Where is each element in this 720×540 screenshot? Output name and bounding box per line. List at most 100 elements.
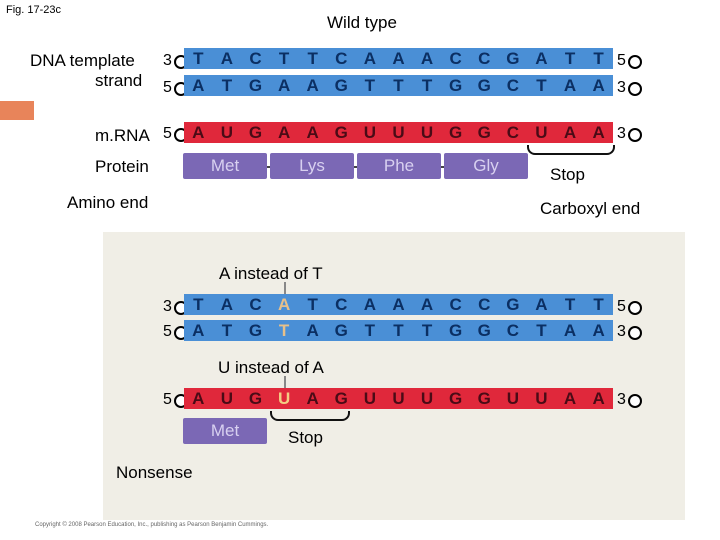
wt-coding-base: A (277, 76, 291, 95)
wt-coding-base: A (563, 76, 577, 95)
wt-mrna-base: A (192, 123, 205, 142)
wt-coding-base: G (334, 76, 348, 95)
wt-template-base: A (420, 49, 434, 68)
mut-template-base: T (593, 295, 604, 314)
wt-coding-base: G (477, 76, 491, 95)
wt-mrna-base: U (363, 123, 376, 142)
wt-mrna-base: G (477, 123, 491, 142)
mut-coding-base: T (221, 321, 233, 340)
mut-coding-base: A (563, 321, 577, 340)
nonsense-mutation-panel (103, 232, 685, 520)
wt-mrna-base: A (277, 123, 291, 142)
mut-template-base: A (420, 295, 434, 314)
mut-coding-base: C (506, 321, 519, 340)
mut-mrna-3-end-circle (628, 394, 642, 408)
mut-mrna-5-end: 5 (163, 391, 172, 408)
mut-coding-base: G (334, 321, 348, 340)
wt-aa-met: Met (183, 153, 267, 179)
mut-template-base: A (220, 295, 234, 314)
mut-mrna-base: U (220, 389, 234, 408)
copyright-text: Copyright © 2008 Pearson Education, Inc.… (35, 522, 269, 528)
mut-mrna-base: A (592, 389, 605, 408)
mut-stop-brace (270, 411, 350, 421)
wt-template-3-end: 3 (163, 52, 172, 69)
figure-label: Fig. 17-23c (6, 4, 62, 16)
mut-coding-base: T (393, 321, 404, 340)
mut-mrna-base: G (477, 389, 491, 408)
amino-end-label: Amino end (67, 193, 149, 212)
wt-coding-3-end-circle (628, 82, 642, 96)
mut-coding-base: T (364, 321, 376, 340)
wt-stop-label: Stop (550, 165, 585, 184)
mut-coding-3-end: 3 (617, 323, 626, 340)
wt-template-5-end-circle (628, 55, 642, 69)
wt-aa-gly: Gly (444, 153, 528, 179)
mut-template-base: C (478, 295, 491, 314)
mut-mrna-base: G (449, 389, 463, 408)
mut-template-base: A (363, 295, 376, 314)
mut-template-base: C (449, 295, 462, 314)
mut-mrna-base: A (192, 389, 205, 408)
wt-mrna-base: G (248, 123, 263, 142)
wt-coding-base: G (248, 76, 263, 95)
mut-template-base: A (277, 295, 291, 314)
dna-template-label: DNA template (30, 51, 135, 70)
wild-type-title: Wild type (327, 13, 397, 32)
wt-coding-5-end: 5 (163, 79, 172, 96)
wt-mrna-5-end: 5 (163, 125, 172, 142)
mut-mrna-3-end: 3 (617, 391, 626, 408)
wt-coding-base: T (421, 76, 433, 95)
mutation-pointer-dna (284, 282, 286, 294)
orange-accent-bar (0, 101, 34, 120)
wt-template-base: C (478, 49, 491, 68)
wt-coding-3-end: 3 (617, 79, 626, 96)
wt-mrna-base: U (535, 123, 548, 142)
wt-coding-base: A (306, 76, 319, 95)
mut-template-base: C (335, 295, 348, 314)
mut-template-base: G (506, 295, 520, 314)
mut-aa-met: Met (183, 418, 267, 444)
nonsense-label: Nonsense (116, 463, 193, 482)
wt-coding-base: T (221, 76, 233, 95)
strand-label: strand (95, 71, 143, 90)
u-instead-of-a-label: U instead of A (218, 358, 324, 377)
mut-coding-base: G (477, 321, 491, 340)
wt-template-base: T (307, 49, 318, 68)
mut-coding-base: A (192, 321, 205, 340)
mut-mrna-base: A (563, 389, 577, 408)
wt-mrna-3-end: 3 (617, 125, 626, 142)
wt-mrna-base: A (592, 123, 605, 142)
wt-mrna-base: U (392, 123, 405, 142)
mutation-pointer-rna (284, 376, 286, 388)
wt-template-base: A (363, 49, 376, 68)
wt-aa-lys: Lys (270, 153, 354, 179)
wt-peptide-backbone (184, 166, 528, 168)
mut-template-base: T (307, 295, 318, 314)
mrna-label: m.RNA (95, 126, 150, 145)
mut-template-5-end-circle (628, 301, 642, 315)
mut-mrna-base: G (248, 389, 263, 408)
wt-coding-base: T (536, 76, 547, 95)
mut-coding-3-end-circle (628, 326, 642, 340)
mut-template-base: A (535, 295, 548, 314)
wt-coding-base: A (192, 76, 205, 95)
carboxyl-end-label: Carboxyl end (540, 199, 641, 218)
mut-coding-base: T (421, 321, 433, 340)
wt-mrna-base: U (420, 123, 434, 142)
wt-template-base: C (249, 49, 262, 68)
mut-coding-base: A (592, 321, 605, 340)
mut-coding-base: T (536, 321, 547, 340)
wt-mrna-base: G (449, 123, 463, 142)
mut-stop-label: Stop (288, 428, 323, 447)
protein-label: Protein (95, 157, 149, 176)
mut-template-base: C (249, 295, 262, 314)
mut-mrna-base: U (420, 389, 434, 408)
wt-template-base: A (220, 49, 234, 68)
mut-template-base: T (564, 295, 576, 314)
wt-template-base: C (335, 49, 348, 68)
